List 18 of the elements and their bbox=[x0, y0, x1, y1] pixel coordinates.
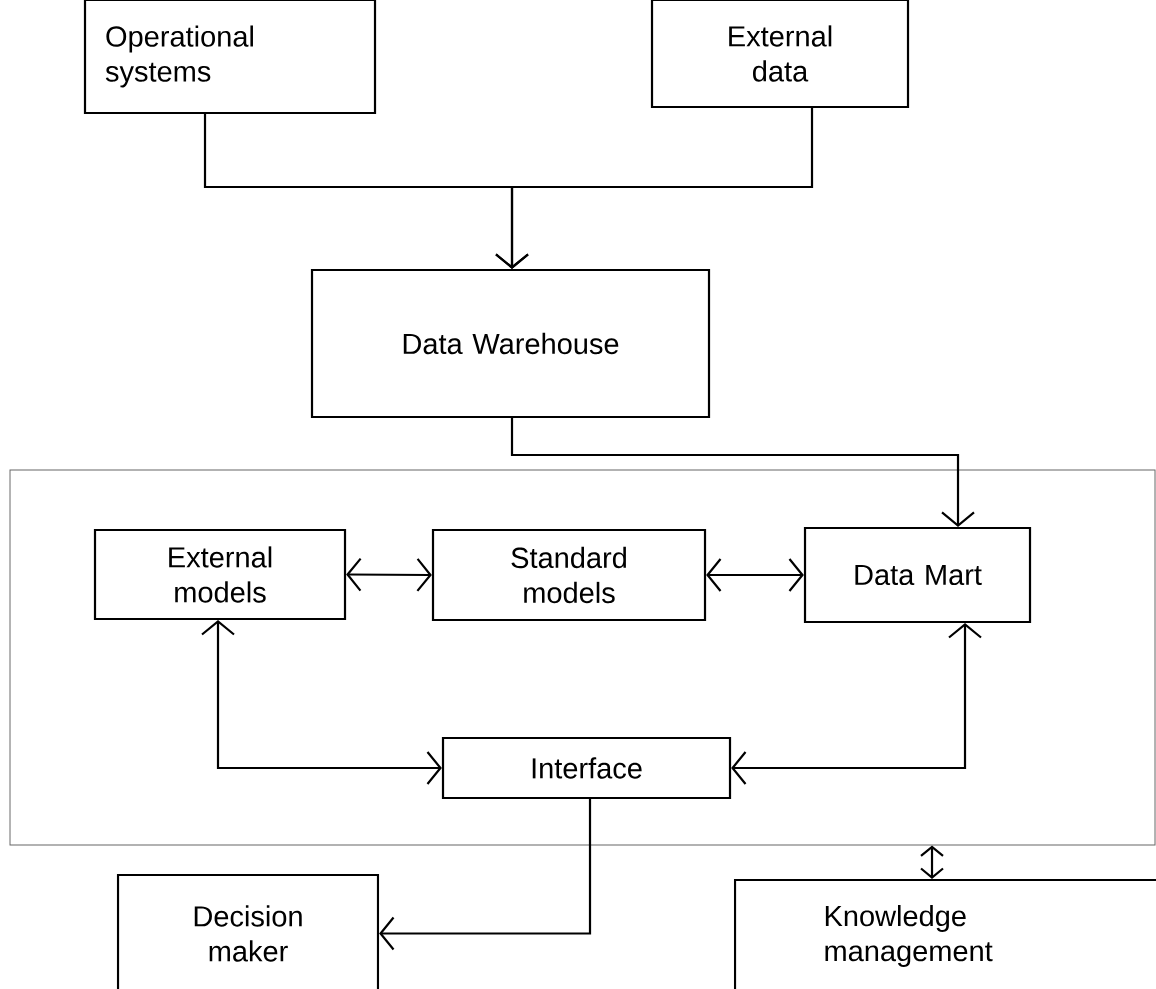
arrow bbox=[495, 108, 814, 269]
process-box: Data Warehouse bbox=[310, 268, 711, 419]
process-box: Operational systems bbox=[83, 0, 377, 115]
arrow bbox=[510, 418, 975, 527]
process-box: Knowledge management bbox=[733, 878, 1156, 989]
arrow bbox=[920, 845, 944, 879]
process-box: Standard models bbox=[431, 528, 707, 622]
process-box: External models bbox=[93, 528, 347, 621]
group-frame bbox=[9, 469, 1156, 846]
arrow bbox=[731, 623, 982, 785]
process-box: Decision maker bbox=[116, 873, 380, 989]
process-box: Interface bbox=[441, 736, 732, 800]
arrow bbox=[379, 799, 592, 951]
arrow bbox=[201, 620, 442, 785]
arrow bbox=[706, 558, 804, 592]
arrow bbox=[346, 557, 432, 592]
process-box: External data bbox=[650, 0, 910, 109]
process-box: Data Mart bbox=[803, 526, 1032, 624]
